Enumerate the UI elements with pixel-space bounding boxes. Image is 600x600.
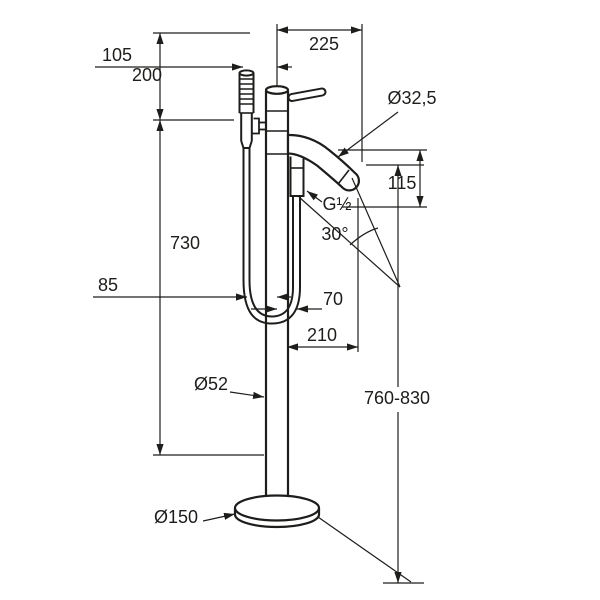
angle-30: 30°	[298, 177, 401, 288]
dia-column-label: Ø52	[194, 374, 228, 394]
dim-730-label: 730	[170, 233, 200, 253]
dim-225-label: 225	[309, 34, 339, 54]
dim-115-label: 115	[388, 173, 417, 193]
faucet-outline	[233, 69, 360, 529]
shower-head-ridges	[239, 78, 254, 105]
dim-210: 210	[287, 198, 359, 352]
dim-70-label: 70	[323, 289, 343, 309]
leader-line	[202, 512, 236, 522]
column	[264, 85, 290, 497]
leader-line	[229, 391, 265, 399]
leader-line	[306, 190, 323, 203]
floor-perspective-line	[317, 516, 412, 583]
shower-holder	[251, 117, 266, 135]
dia-base-label: Ø150	[154, 507, 198, 527]
dim-730: 730	[153, 120, 264, 456]
dia-spout-label: Ø32,5	[387, 88, 436, 108]
dim-85-label: 85	[98, 275, 118, 295]
hand-shower	[238, 69, 255, 149]
dim-85: 85	[93, 275, 291, 301]
dim-200-label: 200	[132, 65, 162, 85]
angle-arc	[349, 227, 379, 246]
base-plate	[233, 494, 321, 529]
thread-callout: G½	[306, 190, 352, 214]
angle-label: 30°	[321, 224, 348, 244]
lever-handle	[287, 87, 327, 102]
dim-height-range: 760-830	[317, 164, 430, 584]
dim-70: 70	[251, 289, 343, 313]
dia-base: Ø150	[154, 507, 236, 527]
dia-column: Ø52	[194, 374, 265, 399]
height-range-label: 760-830	[364, 388, 430, 408]
dimensions: 200 730 105 225 Ø32,5	[93, 24, 437, 584]
dim-200: 200	[132, 32, 250, 121]
angle-leg	[351, 177, 401, 288]
hose-fitting	[289, 156, 305, 197]
aerator-line	[337, 169, 350, 184]
dim-105: 105	[95, 24, 292, 86]
angle-leg	[298, 196, 401, 288]
thread-label: G½	[322, 194, 351, 214]
dim-105-label: 105	[102, 45, 132, 65]
dim-210-label: 210	[307, 325, 337, 345]
dim-115: 115	[338, 149, 427, 208]
